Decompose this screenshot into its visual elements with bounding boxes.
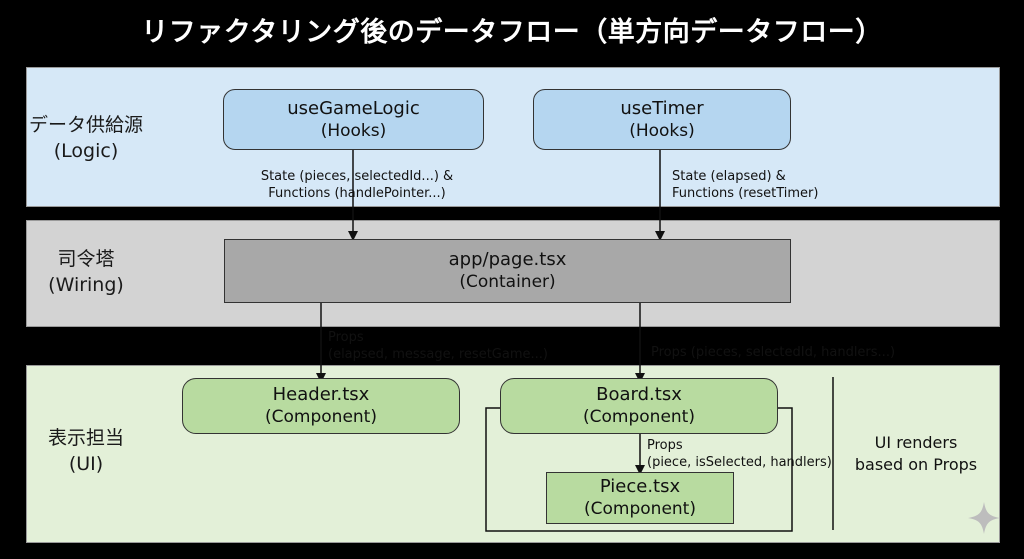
diagram-title: リファクタリング後のデータフロー（単方向データフロー）: [141, 17, 883, 48]
edge-label-timer-to-page: State (elapsed) & Functions (resetTimer): [672, 168, 872, 202]
edge-label-game-logic-line2: Functions (handlePointer...): [268, 186, 446, 201]
board-component-kind: (Component): [583, 407, 695, 427]
edge-label-piece-line1: Props: [647, 438, 683, 453]
piece-component-kind: (Component): [584, 499, 696, 519]
edge-label-page-to-header: Props (elapsed, message, resetGame...): [328, 329, 598, 363]
ui-renders-note: UI renders based on Props: [840, 432, 992, 476]
header-component-node: Header.tsx (Component): [182, 378, 460, 434]
use-game-logic-name: useGameLogic: [287, 97, 420, 119]
piece-component-node: Piece.tsx (Component): [546, 472, 734, 524]
edge-label-game-logic-to-page: State (pieces, selectedId...) & Function…: [212, 168, 502, 202]
wiring-layer-label-jp: 司令塔: [57, 248, 115, 270]
edge-label-header-line1: Props: [328, 330, 364, 345]
use-game-logic-kind: (Hooks): [320, 120, 387, 141]
header-component-kind: (Component): [265, 407, 377, 427]
ui-layer-label: 表示担当 (UI): [26, 425, 146, 477]
logic-layer-label-jp: データ供給源: [28, 114, 143, 136]
edge-label-timer-line2: Functions (resetTimer): [672, 186, 819, 201]
use-timer-name: useTimer: [620, 97, 704, 119]
sparkle-icon: [968, 502, 1000, 534]
ui-renders-note-line2: based on Props: [854, 455, 978, 474]
use-timer-node: useTimer (Hooks): [533, 89, 791, 150]
logic-layer-label-en: (Logic): [53, 140, 119, 162]
ui-layer-label-jp: 表示担当: [47, 427, 124, 449]
edge-label-board-to-piece: Props (piece, isSelected, handlers): [647, 437, 837, 471]
board-group-bracket: [485, 407, 793, 532]
edge-label-board-line1: Props (pieces, selectedId, handlers...): [651, 345, 896, 360]
piece-component-name: Piece.tsx: [599, 476, 681, 497]
wiring-layer-label: 司令塔 (Wiring): [26, 246, 146, 298]
wiring-layer-label-en: (Wiring): [48, 274, 124, 296]
board-component-node: Board.tsx (Component): [500, 378, 778, 434]
edge-label-timer-line1: State (elapsed) &: [672, 169, 786, 184]
page-container-name: app/page.tsx: [448, 249, 567, 270]
edge-label-game-logic-line1: State (pieces, selectedId...) &: [260, 169, 454, 184]
edge-label-page-to-board: Props (pieces, selectedId, handlers...): [651, 344, 951, 361]
use-game-logic-node: useGameLogic (Hooks): [223, 89, 484, 150]
use-timer-kind: (Hooks): [629, 120, 695, 141]
board-component-name: Board.tsx: [596, 384, 682, 405]
edge-label-header-line2: (elapsed, message, resetGame...): [328, 347, 548, 362]
edge-label-piece-line2: (piece, isSelected, handlers): [647, 455, 832, 470]
ui-layer-label-en: (UI): [68, 453, 104, 475]
header-component-name: Header.tsx: [272, 384, 370, 405]
logic-layer-band: [26, 67, 1000, 207]
logic-layer-label: データ供給源 (Logic): [26, 112, 146, 164]
page-container-node: app/page.tsx (Container): [224, 239, 791, 303]
page-container-kind: (Container): [459, 272, 556, 292]
ui-renders-note-line1: UI renders: [874, 433, 958, 452]
